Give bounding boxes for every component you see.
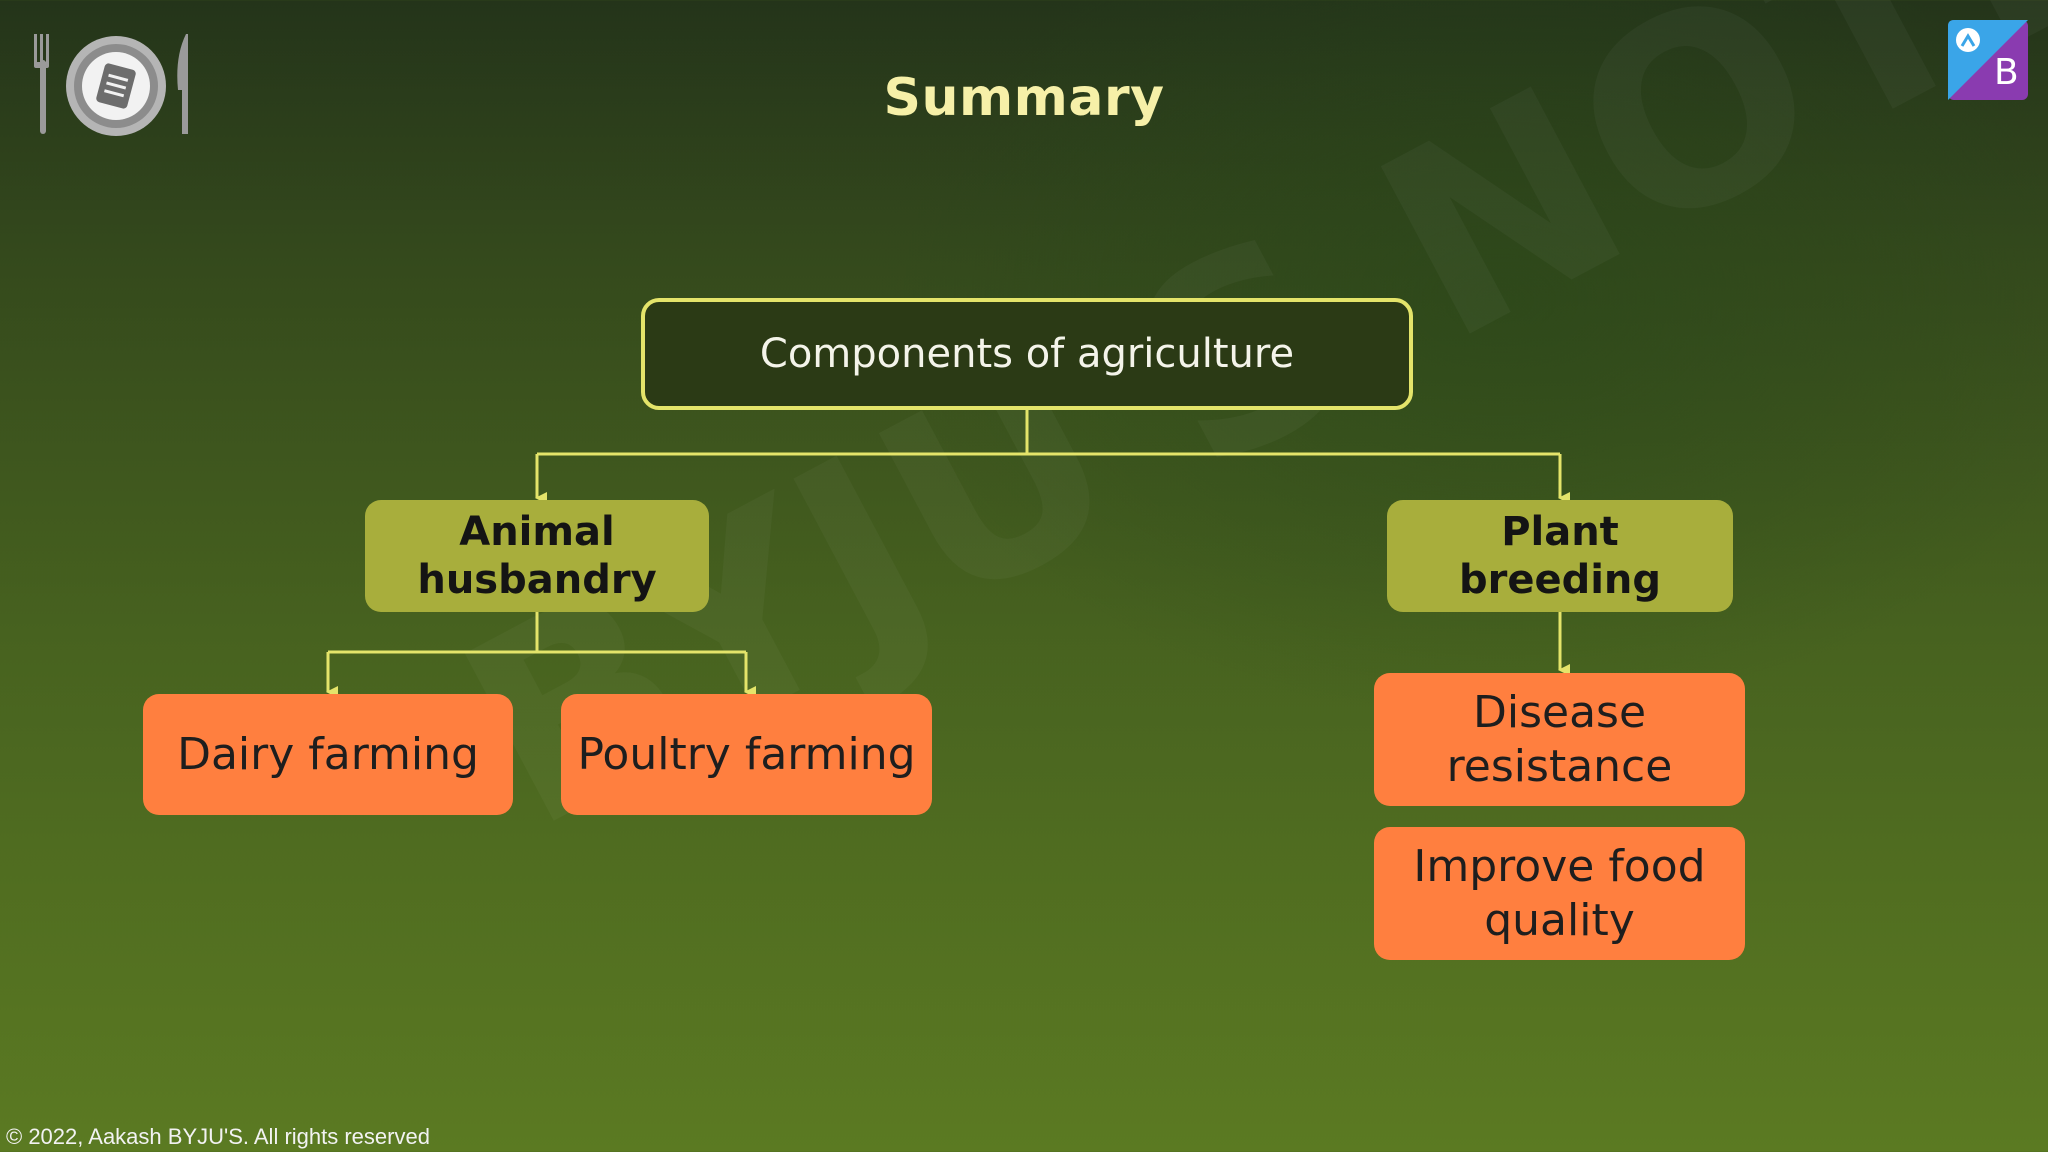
byjus-logo-icon: B	[1948, 20, 2028, 100]
copyright-text: © 2022, Aakash BYJU'S. All rights reserv…	[6, 1124, 430, 1149]
animal-husbandry-node: Animal husbandry	[365, 500, 709, 612]
root-node: Components of agriculture	[641, 298, 1413, 410]
poultry-farming-node: Poultry farming	[561, 694, 932, 815]
cutlery-plate-notes-icon	[34, 34, 188, 136]
svg-text:B: B	[1994, 52, 2019, 93]
improve-food-quality-node: Improve food quality	[1374, 827, 1745, 960]
disease-resistance-node: Disease resistance	[1374, 673, 1745, 806]
page-title: Summary	[883, 68, 1165, 128]
dairy-farming-node: Dairy farming	[143, 694, 513, 815]
plant-breeding-node: Plant breeding	[1387, 500, 1733, 612]
